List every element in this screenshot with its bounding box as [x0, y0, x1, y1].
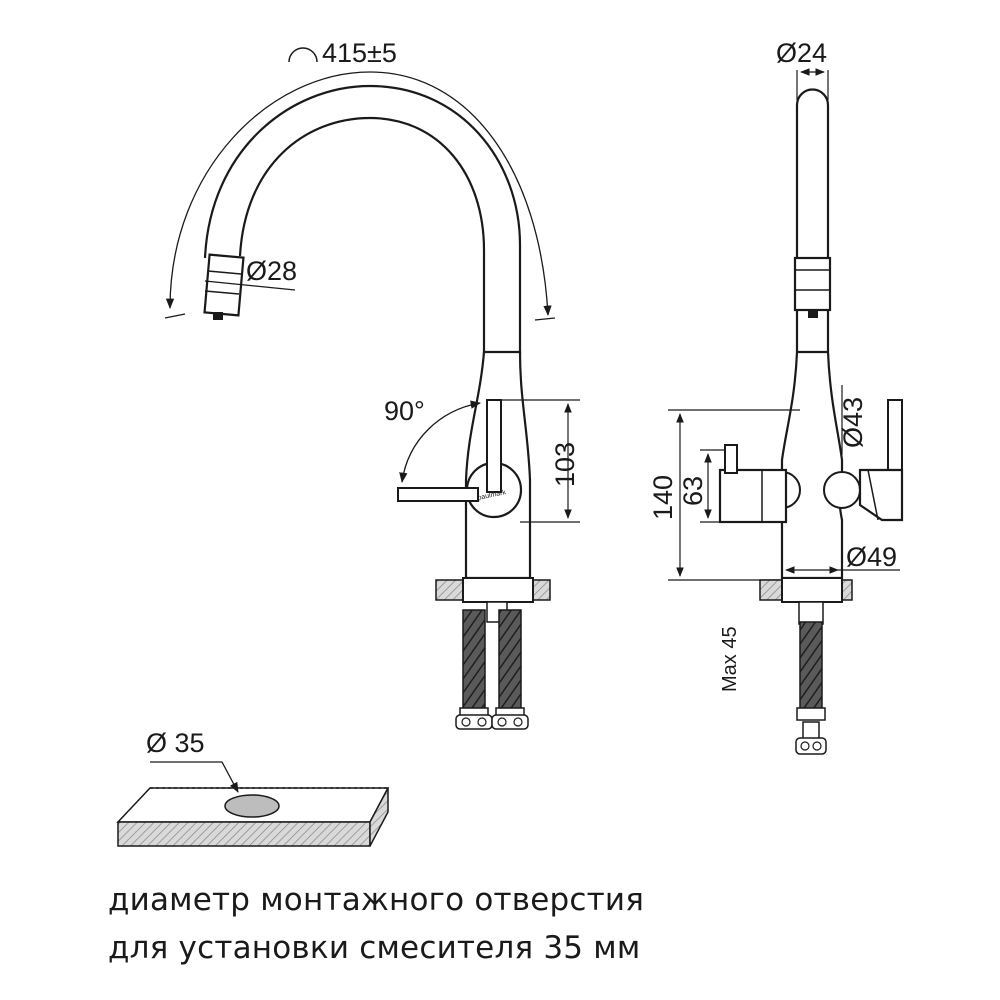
- label-max-counter-thickness: Max 45: [719, 626, 741, 692]
- label-lever-height: 103: [550, 442, 580, 487]
- left-handle: [718, 468, 788, 524]
- spout-outer: [203, 84, 522, 355]
- caption-line-1: диаметр монтажного отверстия: [108, 882, 645, 918]
- label-spout-swivel: 415±5: [322, 38, 397, 68]
- label-lever-rotation: 90°: [384, 396, 425, 426]
- label-spout-diameter: Ø24: [776, 38, 827, 68]
- label-base-diameter: Ø49: [846, 542, 897, 572]
- front-view: [668, 68, 904, 755]
- swivel-arc-tick-left: [164, 313, 186, 319]
- hole-detail: [116, 761, 390, 847]
- aerator: [203, 253, 245, 317]
- swivel-arc-tick-right: [534, 317, 556, 321]
- label-body-diameter-upper: Ø43: [838, 397, 868, 448]
- label-total-height: 140: [648, 475, 678, 520]
- hose-right: [498, 609, 522, 711]
- hose-left: [462, 609, 486, 711]
- arc-symbol: [288, 47, 318, 63]
- lever-vertical: [486, 399, 502, 493]
- rotation-arc: [399, 400, 482, 484]
- label-handle-height: 63: [678, 476, 708, 506]
- caption-line-2: для установки смесителя 35 мм: [108, 930, 641, 966]
- mounting-hole: [224, 794, 280, 818]
- label-hole-diameter: Ø 35: [146, 728, 205, 758]
- side-view: [164, 47, 580, 730]
- label-aerator-diameter: Ø28: [246, 256, 297, 286]
- front-spout: [795, 88, 830, 300]
- swivel-arc: [165, 71, 552, 317]
- lever-horizontal: [397, 487, 479, 502]
- mounting-hole-caption: диаметр монтажного отверстия для установ…: [108, 876, 988, 972]
- front-aerator: [793, 256, 832, 312]
- front-body: [780, 350, 844, 580]
- spout-inner: [238, 116, 486, 355]
- front-hose: [799, 621, 823, 713]
